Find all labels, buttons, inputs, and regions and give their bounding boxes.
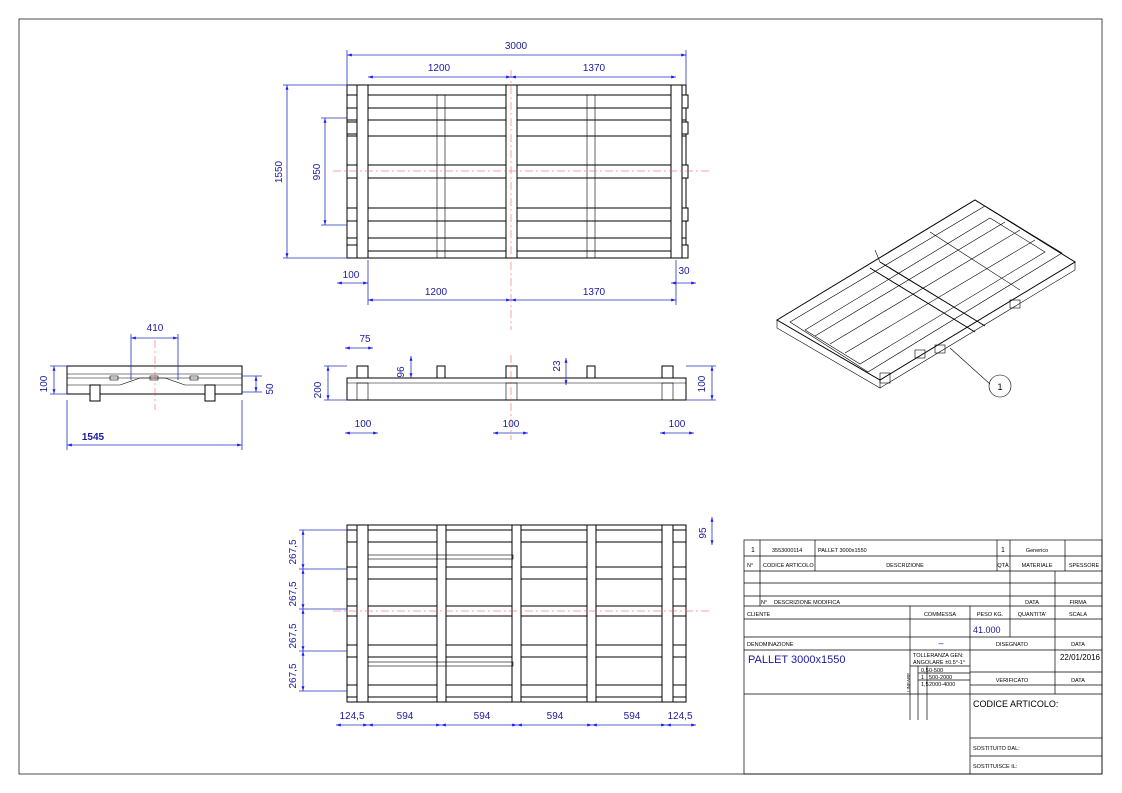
dim-front-block-mid: 100 <box>503 419 520 430</box>
tb-peso: PESO KG. <box>977 612 1004 618</box>
dim-bottom-left: 1200 <box>425 287 448 298</box>
dim-span-1: 124,5 <box>339 711 364 722</box>
tb-row1-material: Generico <box>1026 548 1048 554</box>
dim-right-span: 1370 <box>583 63 606 74</box>
tb-header-n: N° <box>747 563 753 569</box>
tb-lin-2-a: 1 <box>921 675 924 681</box>
side-view-left: 410 100 50 1545 <box>39 323 276 450</box>
tb-header-desc: DESCRIZIONE <box>886 563 924 569</box>
tb-mod-desc: DESCRIZIONE MODIFICA <box>774 600 840 606</box>
tb-header-thickness: SPESSORE <box>1069 563 1100 569</box>
tb-header-material: MATERIALE <box>1022 563 1053 569</box>
iso-view: 1 <box>776 199 1076 398</box>
dim-height: 1550 <box>274 160 285 183</box>
dim-front-top: 75 <box>359 334 371 345</box>
tb-lin-3-a: 1,5 <box>921 682 929 688</box>
tb-commessa-value: – <box>938 638 943 648</box>
dim-left-span: 1200 <box>428 63 451 74</box>
tb-header-qty: QTÀ <box>997 562 1009 569</box>
tb-mod-date: DATA <box>1025 600 1039 606</box>
dim-front-96: 96 <box>396 366 407 378</box>
dim-front-23: 23 <box>552 360 563 372</box>
dim-front-block-left: 100 <box>355 419 372 430</box>
front-view: 75 96 23 200 100 100 100 100 <box>313 334 716 440</box>
tb-quantita: QUANTITA' <box>1018 612 1046 618</box>
tb-codice-articolo: CODICE ARTICOLO: <box>973 699 1058 709</box>
dim-bottom-gap-4: 267,5 <box>288 663 299 688</box>
dim-edge-left: 100 <box>343 270 360 281</box>
tb-commessa: COMMESSA <box>924 612 956 618</box>
dim-edge-right: 30 <box>678 266 690 277</box>
tb-sostituisce: SOSTITUISCE IL: <box>973 764 1018 770</box>
dim-front-right: 100 <box>697 375 708 392</box>
dim-inner-height: 950 <box>312 163 323 180</box>
tb-data-value: 22/01/2016 <box>1060 653 1101 662</box>
tb-disegnato: DISEGNATO <box>996 642 1029 648</box>
dim-side-right: 50 <box>265 383 276 395</box>
dim-span-6: 124,5 <box>667 711 692 722</box>
dim-side-height: 100 <box>39 375 50 392</box>
tb-lineare-label: LINEARE <box>906 673 911 692</box>
tb-denominazione: DENOMINAZIONE <box>747 642 794 648</box>
tb-mod-sign: FIRMA <box>1069 600 1086 606</box>
tb-verificato: VERIFICATO <box>996 678 1029 684</box>
tb-angolare: ANGOLARE ±0.5°-1° <box>913 660 965 666</box>
dim-bottom-right: 1370 <box>583 287 606 298</box>
top-view: 3000 1200 1370 1550 950 100 30 1200 1370 <box>274 41 710 330</box>
tb-lin-1-b: 0-500 <box>929 668 943 674</box>
tb-data-label: DATA <box>1071 642 1085 648</box>
dim-front-block-right: 100 <box>669 419 686 430</box>
dim-bottom-gap-2: 267,5 <box>288 581 299 606</box>
tb-data-label2: DATA <box>1071 678 1085 684</box>
dim-overall-width: 3000 <box>505 41 528 52</box>
tb-row1-qty: 1 <box>1001 547 1005 554</box>
dim-side-length: 1545 <box>82 432 105 443</box>
tb-peso-value: 41.000 <box>973 625 1001 635</box>
title-block: 1 3553000114 PALLET 3000x1550 1 Generico… <box>743 539 1103 775</box>
tb-denominazione-value: PALLET 3000x1550 <box>748 654 845 666</box>
bottom-view: 95 267,5 267,5 267,5 267,5 124,5 594 594… <box>288 517 714 727</box>
tb-scala: SCALA <box>1069 612 1087 618</box>
tb-cliente: CLIENTE <box>747 612 771 618</box>
tb-row1-n: 1 <box>751 547 755 554</box>
dim-side-top: 410 <box>147 323 164 334</box>
dim-bottom-gap-1: 267,5 <box>288 539 299 564</box>
tb-mod-n: N° <box>761 600 767 606</box>
dim-span-2: 594 <box>397 711 414 722</box>
tb-lin-2-b: 500-2000 <box>929 675 952 681</box>
tb-lin-1-a: 0,5 <box>921 668 929 674</box>
sheet-border <box>18 18 1103 775</box>
balloon-label: 1 <box>997 382 1002 392</box>
tb-row1-code: 3553000114 <box>772 548 802 554</box>
dim-front-height: 200 <box>313 381 324 398</box>
dim-span-5: 594 <box>624 711 641 722</box>
tb-tolleranza: TOLLERANZA GEN: <box>913 653 964 659</box>
tb-row1-desc: PALLET 3000x1550 <box>818 548 867 554</box>
dim-bottom-right: 95 <box>698 527 709 539</box>
dim-span-4: 594 <box>547 711 564 722</box>
tb-lin-3-b: 2000-4000 <box>929 682 955 688</box>
balloon-circle <box>988 374 1012 398</box>
tb-sostituito: SOSTITUITO DAL: <box>973 746 1020 752</box>
dim-span-3: 594 <box>474 711 491 722</box>
tb-header-code: CODICE ARTICOLO <box>763 563 814 569</box>
dim-bottom-gap-3: 267,5 <box>288 623 299 648</box>
